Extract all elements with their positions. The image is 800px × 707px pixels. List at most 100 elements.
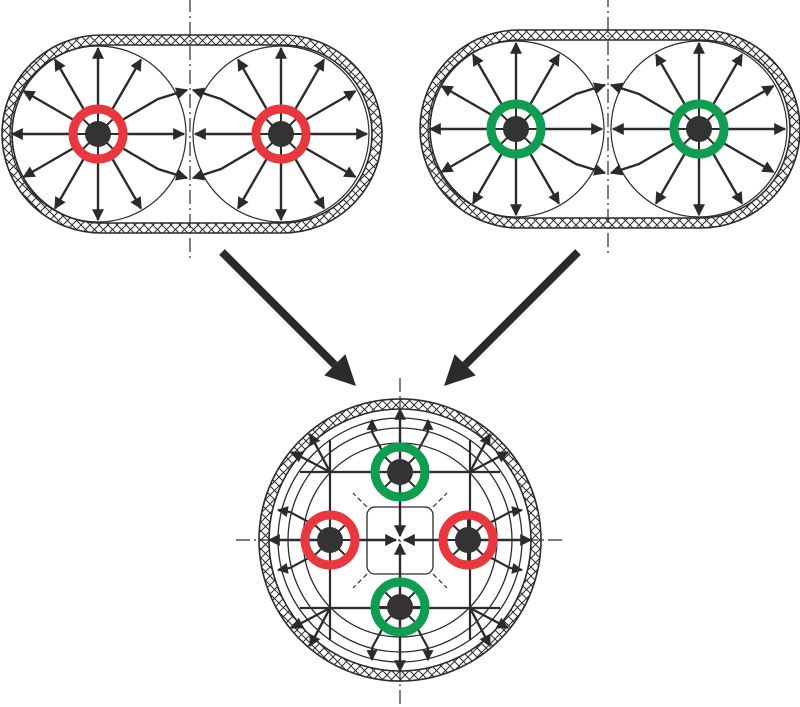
- hub-spoke: [265, 141, 274, 150]
- green-ring-icon: [370, 442, 430, 502]
- center-chamber: [366, 506, 434, 575]
- arrow-shaft: [462, 249, 581, 368]
- hub-spoke: [288, 118, 297, 127]
- hub-spoke: [105, 141, 114, 150]
- flow-arrow: [654, 147, 690, 205]
- hub-assembly: [251, 104, 311, 164]
- flow-arrow: [609, 82, 681, 120]
- flow-arrow: [469, 450, 510, 474]
- flow-arrow: [191, 87, 263, 125]
- hub-assembly: [370, 577, 430, 637]
- flow-arrow: [290, 58, 326, 116]
- hub-spoke: [706, 113, 715, 122]
- hub-spoke: [337, 524, 346, 533]
- flow-arrow: [609, 138, 681, 176]
- hub-spoke: [384, 456, 393, 465]
- hub-spoke: [706, 136, 715, 145]
- hub-spoke: [407, 614, 416, 623]
- hub-icon: [503, 116, 529, 142]
- hub-assembly: [669, 99, 729, 159]
- flow-arrow: [471, 53, 507, 111]
- flow-arrow: [299, 143, 357, 179]
- hub-spoke: [82, 118, 91, 127]
- rotor-circle: [610, 40, 788, 218]
- flow-arrow: [22, 89, 80, 125]
- arrow-head-icon: [324, 354, 356, 386]
- flow-arrow: [708, 53, 744, 111]
- hub-spoke: [105, 118, 114, 127]
- hub-spoke: [475, 547, 484, 556]
- flow-arrow: [483, 506, 524, 527]
- flow-arrow: [53, 152, 89, 210]
- flow-arrow: [116, 143, 189, 181]
- hub-icon: [85, 121, 111, 147]
- flow-arrow: [107, 152, 143, 210]
- hub-spoke: [407, 479, 416, 488]
- hub-icon: [387, 594, 413, 620]
- flow-arrow: [299, 89, 357, 125]
- hub-assembly: [300, 510, 360, 570]
- left-unit-casing: [1, 34, 383, 234]
- arrow-shaft: [219, 249, 338, 368]
- hub-assembly: [370, 442, 430, 502]
- hub-spoke: [500, 113, 509, 122]
- flow-arrow: [708, 147, 744, 205]
- flow-arrow: [116, 87, 189, 125]
- flow-arrow: [440, 138, 498, 174]
- chamber-corner: [432, 573, 448, 589]
- flow-arrow: [290, 152, 326, 210]
- red-ring-icon: [438, 510, 498, 570]
- flow-arrow: [290, 450, 331, 474]
- hub-spoke: [523, 136, 532, 145]
- flow-arrow: [290, 606, 331, 630]
- hub-spoke: [452, 547, 461, 556]
- hub-icon: [455, 527, 481, 553]
- red-ring-icon: [251, 104, 311, 164]
- flow-arrow: [107, 58, 143, 116]
- hub-assembly: [486, 99, 546, 159]
- arrow-head-icon: [444, 354, 476, 386]
- flow-arrow: [525, 147, 561, 205]
- flow-arrow: [468, 607, 492, 648]
- hub-spoke: [82, 141, 91, 150]
- hub-spoke: [288, 141, 297, 150]
- flow-arrow: [308, 432, 332, 473]
- hub-spoke: [314, 524, 323, 533]
- flow-arrow: [440, 84, 498, 120]
- green-ring-icon: [486, 99, 546, 159]
- green-ring-icon: [370, 577, 430, 637]
- green-ring-icon: [669, 99, 729, 159]
- flow-arrow: [191, 143, 263, 181]
- hub-spoke: [407, 456, 416, 465]
- hub-spoke: [407, 591, 416, 600]
- hub-spoke: [337, 547, 346, 556]
- hub-spoke: [384, 591, 393, 600]
- flow-arrow: [483, 553, 524, 574]
- hub-spoke: [523, 113, 532, 122]
- flow-arrow: [471, 147, 507, 205]
- hub-icon: [317, 527, 343, 553]
- hub-spoke: [265, 118, 274, 127]
- right-unit-casing: [419, 29, 800, 229]
- red-ring-icon: [68, 104, 128, 164]
- flow-arrow: [468, 432, 492, 473]
- flow-arrow: [717, 84, 775, 120]
- flow-arrow: [236, 152, 272, 210]
- hub-icon: [268, 121, 294, 147]
- flow-arrow: [534, 82, 607, 120]
- hub-icon: [387, 459, 413, 485]
- hub-spoke: [452, 524, 461, 533]
- rotor-circle: [192, 45, 370, 223]
- transition-arrow: [444, 249, 581, 386]
- flow-arrow: [413, 621, 434, 662]
- flow-arrow: [308, 607, 332, 648]
- hub-spoke: [683, 136, 692, 145]
- hub-assembly: [68, 104, 128, 164]
- hub-spoke: [384, 479, 393, 488]
- flow-arrow: [525, 53, 561, 111]
- hub-spoke: [314, 547, 323, 556]
- flow-arrow: [236, 58, 272, 116]
